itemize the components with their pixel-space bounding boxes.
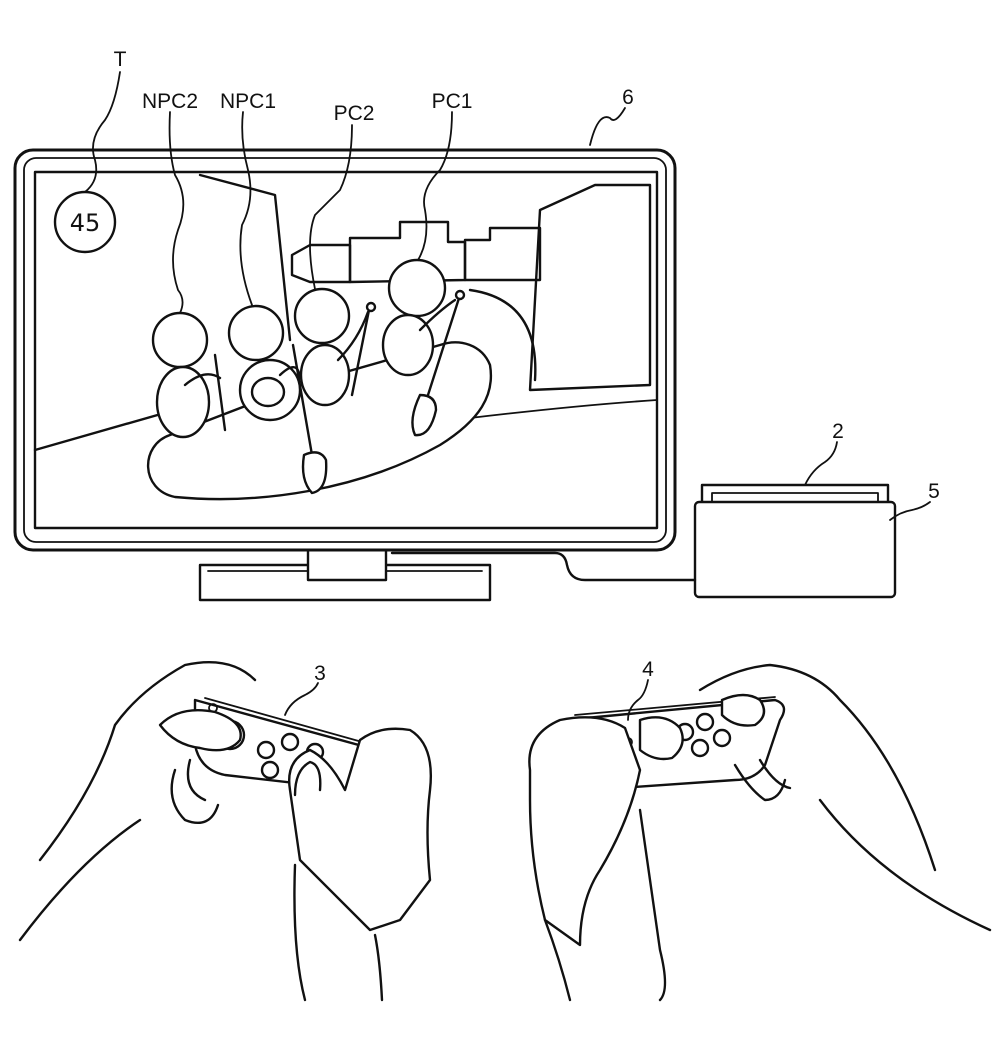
pc2-body <box>299 343 351 407</box>
leader-6 <box>589 107 626 146</box>
npc1-paddle-shaft <box>291 343 314 457</box>
character-pc1 <box>381 258 466 437</box>
right-fingers <box>733 758 792 802</box>
cartridge-2 <box>700 483 890 505</box>
timer-value: 45 <box>70 209 101 237</box>
pc2-arm <box>336 310 370 362</box>
console-cable <box>390 551 697 582</box>
left-fingers <box>170 758 220 825</box>
leader-5 <box>889 501 931 521</box>
pc2-paddle <box>350 303 372 397</box>
display-stand-base <box>198 563 492 602</box>
label-pc2: PC2 <box>334 102 375 125</box>
label-5: 5 <box>928 480 940 503</box>
far-building-center <box>348 220 467 284</box>
label-npc1: NPC1 <box>220 90 276 113</box>
pc1-paddle-shaft <box>426 293 462 397</box>
npc1-head <box>227 304 285 362</box>
controller-4-button <box>690 738 710 758</box>
npc1-body-inner <box>250 376 286 408</box>
right-thumb <box>638 716 684 761</box>
leader-npc1 <box>239 111 253 306</box>
left-wrists <box>18 818 384 1002</box>
right-player-right-thumb <box>720 693 766 727</box>
right-player-left-hand <box>528 716 642 947</box>
leader-3 <box>284 682 319 716</box>
display-bezel-inner <box>23 157 667 543</box>
console-body <box>693 500 897 599</box>
right-wrists <box>543 798 992 1002</box>
label-t: T <box>114 48 127 71</box>
npc1-arm <box>278 366 302 380</box>
right-hand-of-left-player <box>288 727 432 932</box>
left-right-thumb <box>293 760 322 797</box>
leader-lines <box>84 71 931 721</box>
console-5 <box>390 483 897 599</box>
player-right-hands <box>528 663 992 1002</box>
label-pc1: PC1 <box>432 90 473 113</box>
right-hand-back <box>698 663 937 872</box>
pc2-head <box>293 287 351 345</box>
leader-4 <box>627 679 649 721</box>
cartridge-inner <box>711 492 879 506</box>
controller-3-button <box>260 760 280 780</box>
controller-3-button <box>256 740 276 760</box>
river-bank-left <box>33 408 177 452</box>
npc1-paddle-blade <box>301 451 328 495</box>
river-bank-far <box>468 288 537 382</box>
left-thumb <box>158 708 242 752</box>
leader-2 <box>804 441 838 486</box>
controller-3-button <box>280 732 300 752</box>
canyon-wall-left <box>198 173 292 342</box>
label-6: 6 <box>622 86 634 109</box>
character-pc2 <box>293 287 377 407</box>
leader-pc2 <box>309 124 353 290</box>
label-npc2: NPC2 <box>142 90 198 113</box>
raft <box>146 341 493 501</box>
reference-labels: T NPC2 NPC1 PC2 PC1 6 2 5 3 4 <box>114 48 940 685</box>
controller-4-button <box>712 728 732 748</box>
pc1-arm <box>418 298 457 332</box>
character-npc1 <box>227 304 328 495</box>
label-4: 4 <box>642 658 654 681</box>
label-3: 3 <box>314 662 326 685</box>
game-scene: 45 <box>33 173 658 501</box>
player-left-hands <box>18 661 432 1002</box>
pc1-paddle-knob <box>454 289 466 301</box>
npc2-body <box>155 365 211 439</box>
leader-npc2 <box>168 111 185 314</box>
npc2-head <box>151 311 209 369</box>
timer-display: 45 <box>53 190 117 254</box>
left-hand-back <box>38 661 257 862</box>
leader-t <box>84 71 121 193</box>
canyon-wall-right <box>528 183 652 392</box>
character-npc2 <box>151 311 227 439</box>
label-2: 2 <box>832 420 844 443</box>
npc2-paddle <box>213 353 227 432</box>
controller-4-button <box>695 712 715 732</box>
leader-pc1 <box>417 111 453 261</box>
pc1-paddle-blade <box>411 393 438 437</box>
pc2-paddle-knob <box>365 301 377 313</box>
pc1-head <box>387 258 447 318</box>
river-bank-right <box>469 399 658 419</box>
